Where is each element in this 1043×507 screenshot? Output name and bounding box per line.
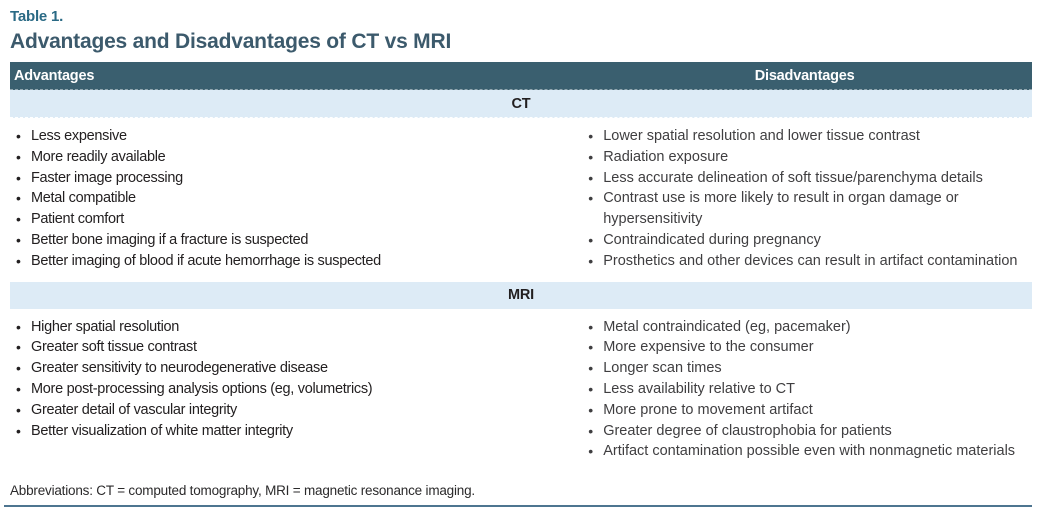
list-item: More prone to movement artifact	[577, 400, 1032, 421]
list-item: Less availability relative to CT	[577, 379, 1032, 400]
section-content-ct: Less expensiveMore readily availableFast…	[10, 118, 1032, 282]
list-item: Faster image processing	[10, 168, 577, 189]
mri-advantages-list: Higher spatial resolutionGreater soft ti…	[10, 317, 577, 463]
list-item: Metal contraindicated (eg, pacemaker)	[577, 317, 1032, 338]
list-item: Better imaging of blood if acute hemorrh…	[10, 251, 577, 272]
list-item: Lower spatial resolution and lower tissu…	[577, 126, 1032, 147]
list-item: More expensive to the consumer	[577, 337, 1032, 358]
ct-advantages-list: Less expensiveMore readily availableFast…	[10, 126, 577, 272]
list-item: Greater sensitivity to neurodegenerative…	[10, 358, 577, 379]
section-band-ct: CT	[10, 90, 1032, 118]
ct-disadvantages-list: Lower spatial resolution and lower tissu…	[577, 126, 1032, 272]
list-item: Better visualization of white matter int…	[10, 421, 577, 442]
page: Table 1. Advantages and Disadvantages of…	[0, 8, 1043, 507]
list-item: Artifact contamination possible even wit…	[577, 441, 1032, 462]
list-item: Radiation exposure	[577, 147, 1032, 168]
list-item: Metal compatible	[10, 188, 577, 209]
list-item: Patient comfort	[10, 209, 577, 230]
column-header-disadvantages: Disadvantages	[754, 67, 855, 84]
list-item: Greater soft tissue contrast	[10, 337, 577, 358]
column-header-advantages: Advantages	[14, 67, 95, 84]
section-band-mri: MRI	[10, 281, 1032, 309]
list-item: Less accurate delineation of soft tissue…	[577, 168, 1032, 189]
table-title: Advantages and Disadvantages of CT vs MR…	[10, 30, 452, 53]
list-item: Contraindicated during pregnancy	[577, 230, 1032, 251]
footnote-rule: Abbreviations: CT = computed tomography,…	[4, 482, 1032, 507]
list-item: Greater degree of claustrophobia for pat…	[577, 421, 1032, 442]
list-item: Better bone imaging if a fracture is sus…	[10, 230, 577, 251]
list-item: Greater detail of vascular integrity	[10, 400, 577, 421]
section-content-mri: Higher spatial resolutionGreater soft ti…	[10, 309, 1032, 473]
section-label-mri: MRI	[508, 287, 534, 304]
column-header-row: Advantages Disadvantages	[10, 62, 1032, 90]
list-item: More readily available	[10, 147, 577, 168]
list-item: Longer scan times	[577, 358, 1032, 379]
section-label-ct: CT	[511, 95, 531, 112]
mri-disadvantages-list: Metal contraindicated (eg, pacemaker)Mor…	[577, 317, 1032, 463]
list-item: Higher spatial resolution	[10, 317, 577, 338]
list-item: Contrast use is more likely to result in…	[577, 188, 1032, 230]
list-item: Prosthetics and other devices can result…	[577, 251, 1032, 272]
comparison-table: Advantages Disadvantages CT Less expensi…	[10, 62, 1032, 472]
table-number-label: Table 1.	[10, 8, 64, 25]
abbreviations-footnote: Abbreviations: CT = computed tomography,…	[10, 483, 475, 499]
list-item: Less expensive	[10, 126, 577, 147]
list-item: More post-processing analysis options (e…	[10, 379, 577, 400]
